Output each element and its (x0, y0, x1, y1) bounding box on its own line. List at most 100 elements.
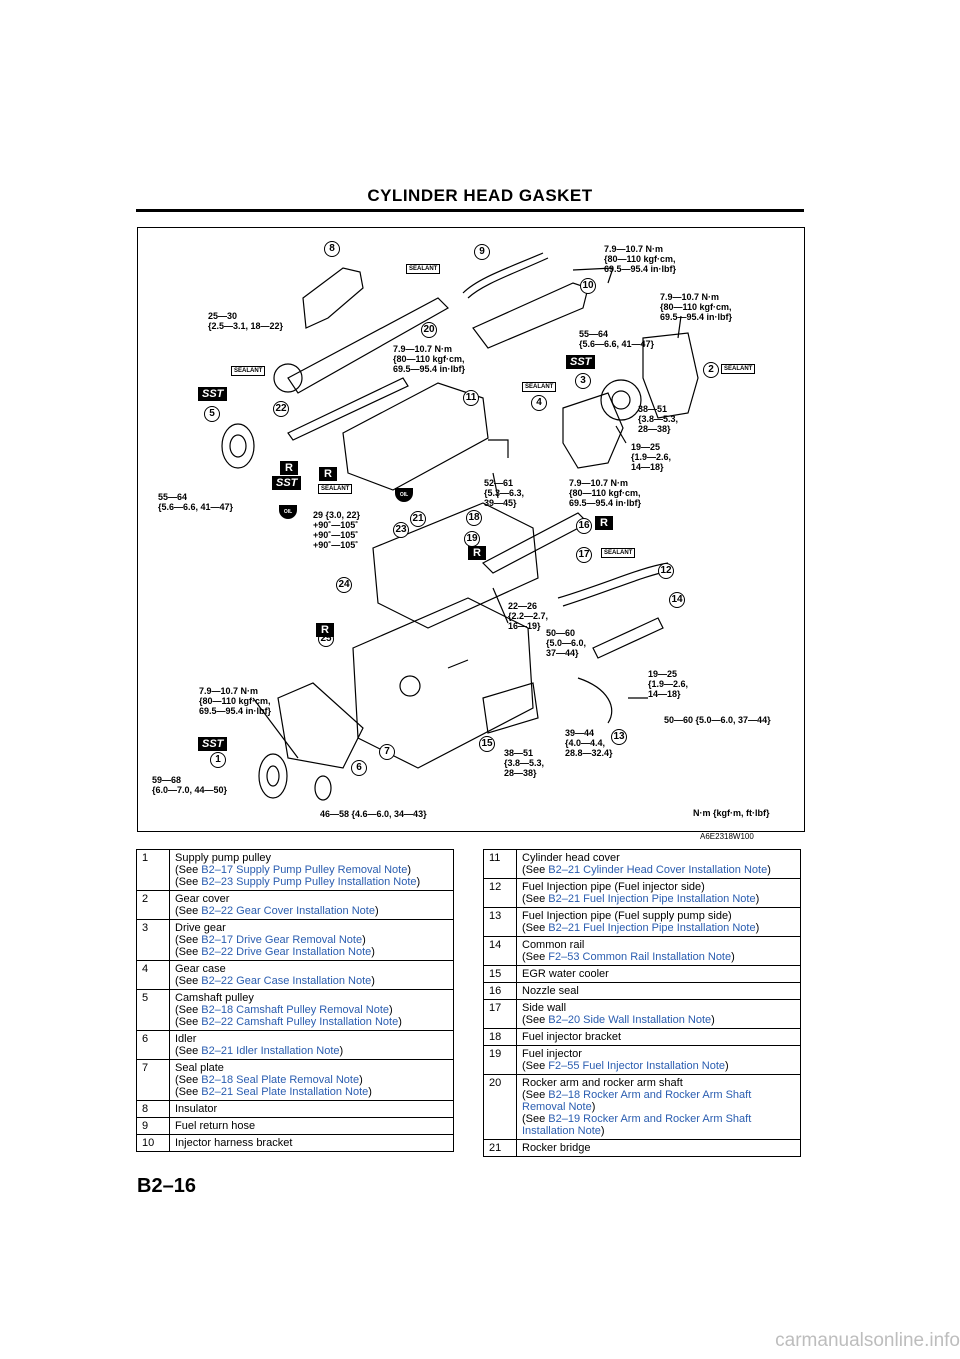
item-name: Gear cover (175, 893, 230, 905)
item-description: Injector harness bracket (169, 1134, 454, 1152)
sealant-badge: SEALANT (406, 264, 441, 274)
exploded-view-diagram: 8 9 10 20 2 3 4 11 22 5 18 21 23 19 16 1… (137, 227, 805, 832)
item-number: 17 (483, 999, 517, 1029)
reference-suffix: ) (398, 1016, 402, 1028)
item-number: 14 (483, 936, 517, 966)
item-number: 2 (136, 890, 170, 920)
callout-24: 24 (336, 577, 352, 593)
item-name: Common rail (522, 939, 585, 951)
item-name: Cylinder head cover (522, 852, 620, 864)
torque-label: 7.9—10.7 N·m {80—110 kgf·cm, 69.5—95.4 i… (604, 244, 677, 274)
torque-label: 7.9—10.7 N·m {80—110 kgf·cm, 69.5—95.4 i… (660, 292, 733, 322)
callout-11: 11 (463, 390, 479, 406)
reference-link[interactable]: B2–22 Gear Case Installation Note (201, 975, 372, 987)
item-number: 4 (136, 960, 170, 990)
reference-line: (See B2–22 Drive Gear Installation Note) (175, 946, 448, 958)
item-number: 20 (483, 1074, 517, 1140)
item-description: Fuel Injection pipe (Fuel injector side)… (516, 878, 801, 908)
reference-suffix: ) (362, 934, 366, 946)
reference-link[interactable]: B2–17 Supply Pump Pulley Removal Note (201, 864, 408, 876)
reference-prefix: (See (175, 1004, 202, 1016)
reference-link[interactable]: B2–22 Camshaft Pulley Installation Note (201, 1016, 399, 1028)
reference-line: (See B2–23 Supply Pump Pulley Installati… (175, 876, 448, 888)
reference-line: (See B2–17 Drive Gear Removal Note) (175, 934, 448, 946)
r-badge: R (468, 546, 486, 560)
oil-badge: OIL (395, 488, 413, 502)
callout-12: 12 (658, 563, 674, 579)
reference-line: (See B2–21 Cylinder Head Cover Installat… (522, 864, 795, 876)
torque-label: 55—64 {5.6—6.6, 41—47} (579, 329, 655, 349)
reference-link[interactable]: B2–20 Side Wall Installation Note (548, 1014, 712, 1026)
item-number: 13 (483, 907, 517, 937)
torque-label: 59—68 {6.0—7.0, 44—50} (152, 775, 228, 795)
item-name: Rocker bridge (522, 1142, 591, 1154)
torque-label: 22—26 {2.2—2.7, 16—19} (508, 601, 549, 631)
reference-link[interactable]: B2–18 Rocker Arm and Rocker Arm Shaft Re… (522, 1089, 752, 1113)
reference-suffix: ) (767, 864, 771, 876)
item-name: Camshaft pulley (175, 992, 254, 1004)
reference-link[interactable]: B2–19 Rocker Arm and Rocker Arm Shaft In… (522, 1113, 752, 1137)
reference-link[interactable]: B2–23 Supply Pump Pulley Installation No… (201, 876, 417, 888)
reference-link[interactable]: B2–22 Drive Gear Installation Note (201, 946, 372, 958)
callout-7: 7 (379, 744, 395, 760)
torque-label: 7.9—10.7 N·m {80—110 kgf·cm, 69.5—95.4 i… (393, 344, 466, 374)
item-name: Fuel Injection pipe (Fuel supply pump si… (522, 910, 732, 922)
reference-suffix: ) (755, 893, 760, 905)
callout-8: 8 (324, 241, 340, 257)
reference-suffix: ) (371, 975, 375, 987)
item-description: EGR water cooler (516, 965, 801, 983)
engine-drawing (221, 252, 699, 801)
sealant-badge: SEALANT (231, 366, 266, 376)
item-name: Drive gear (175, 922, 226, 934)
reference-link[interactable]: B2–21 Fuel Injection Pipe Installation N… (548, 893, 756, 905)
callout-16: 16 (576, 518, 592, 534)
item-number: 19 (483, 1045, 517, 1075)
reference-link[interactable]: B2–21 Seal Plate Installation Note (201, 1086, 369, 1098)
reference-suffix: ) (368, 1086, 372, 1098)
sealant-badge: SEALANT (318, 484, 353, 494)
item-number: 18 (483, 1028, 517, 1046)
reference-prefix: (See (522, 864, 549, 876)
reference-link[interactable]: F2–53 Common Rail Installation Note (548, 951, 732, 963)
reference-prefix: (See (175, 1086, 202, 1098)
callout-5: 5 (204, 406, 220, 422)
callout-19: 19 (464, 531, 480, 547)
reference-prefix: (See (175, 1016, 202, 1028)
reference-link[interactable]: F2–55 Fuel Injector Installation Note (548, 1060, 726, 1072)
reference-link[interactable]: B2–18 Seal Plate Removal Note (201, 1074, 360, 1086)
reference-line: (See F2–53 Common Rail Installation Note… (522, 951, 795, 963)
reference-link[interactable]: B2–18 Camshaft Pulley Removal Note (201, 1004, 390, 1016)
watermark: carmanualsonline.info (775, 1330, 960, 1351)
sst-badge: SST (198, 387, 228, 401)
r-badge: R (595, 516, 613, 530)
reference-prefix: (See (175, 905, 202, 917)
reference-suffix: ) (371, 946, 375, 958)
reference-prefix: (See (175, 1045, 202, 1057)
torque-label: 39—44 {4.0—4.4, 28.8—32.4} (565, 728, 613, 758)
reference-link[interactable]: B2–21 Cylinder Head Cover Installation N… (548, 864, 768, 876)
reference-link[interactable]: B2–17 Drive Gear Removal Note (201, 934, 363, 946)
reference-link[interactable]: B2–22 Gear Cover Installation Note (201, 905, 375, 917)
item-description: Side wall(See B2–20 Side Wall Installati… (516, 999, 801, 1029)
callout-10: 10 (580, 278, 596, 294)
callout-15: 15 (479, 736, 495, 752)
reference-line: (See B2–22 Gear Case Installation Note) (175, 975, 448, 987)
item-name: Fuel injector (522, 1048, 582, 1060)
reference-link[interactable]: B2–21 Fuel Injection Pipe Installation N… (548, 922, 756, 934)
item-description: Fuel injector bracket (516, 1028, 801, 1046)
callout-1: 1 (210, 752, 226, 768)
reference-line: (See B2–22 Camshaft Pulley Installation … (175, 1016, 448, 1028)
reference-line: (See B2–21 Fuel Injection Pipe Installat… (522, 893, 795, 905)
callout-20: 20 (421, 322, 437, 338)
reference-link[interactable]: B2–21 Idler Installation Note (201, 1045, 340, 1057)
item-name: Seal plate (175, 1062, 224, 1074)
